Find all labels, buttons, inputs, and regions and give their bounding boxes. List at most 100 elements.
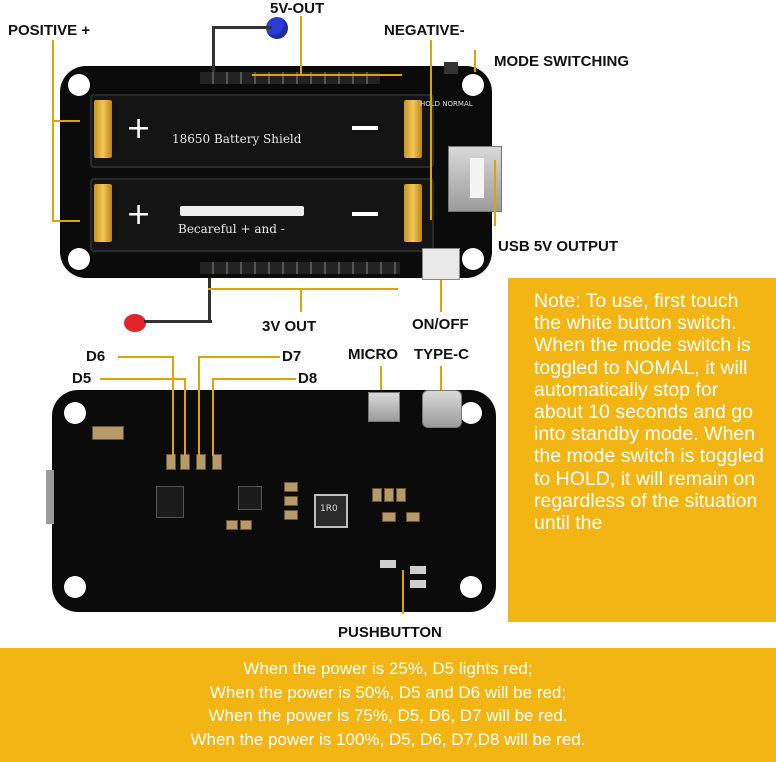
mount-hole bbox=[68, 248, 90, 270]
mount-hole bbox=[64, 402, 86, 424]
usb-a-tongue bbox=[470, 158, 484, 198]
pushbutton-pad bbox=[410, 580, 426, 588]
hold-normal-silk: HOLD NORMAL bbox=[420, 100, 473, 108]
banner-line: When the power is 50%, D5 and D6 will be… bbox=[209, 682, 567, 702]
label-5v-out: 5V-OUT bbox=[270, 0, 325, 17]
positive-terminal-2 bbox=[94, 184, 112, 242]
onoff-button[interactable] bbox=[422, 248, 460, 280]
mode-switch[interactable] bbox=[444, 62, 458, 74]
callout-line bbox=[212, 378, 296, 380]
led-lead bbox=[144, 320, 212, 323]
callout-line bbox=[440, 366, 442, 390]
smd-part bbox=[382, 512, 396, 522]
led-red-icon bbox=[124, 314, 146, 332]
label-typec: TYPE-C bbox=[414, 346, 470, 363]
usage-note-panel: Note: To use, first touch the white butt… bbox=[508, 278, 776, 622]
callout-line bbox=[402, 570, 404, 614]
brand-line: Becareful + and - bbox=[178, 222, 285, 236]
led-lead bbox=[212, 26, 272, 29]
led-d8 bbox=[212, 454, 222, 470]
smd-part bbox=[396, 488, 406, 502]
led-d6 bbox=[180, 454, 190, 470]
callout-line bbox=[440, 280, 442, 312]
smd-part bbox=[372, 488, 382, 502]
callout-line bbox=[184, 378, 186, 456]
label-onoff: ON/OFF bbox=[412, 316, 469, 333]
label-pushbutton: PUSHBUTTON bbox=[338, 624, 442, 641]
battery-shield-front-board: + + 18650 Battery Shield Becareful + and… bbox=[60, 66, 492, 278]
callout-line bbox=[252, 74, 402, 76]
led-lead bbox=[212, 26, 215, 72]
negative-terminal-1 bbox=[404, 100, 422, 158]
smd-part bbox=[406, 512, 420, 522]
led-lead bbox=[208, 278, 211, 322]
callout-line bbox=[300, 16, 302, 76]
negative-terminal-2 bbox=[404, 184, 422, 242]
smd-resistor bbox=[92, 426, 124, 440]
callout-line bbox=[208, 288, 398, 290]
power-indicator-banner: When the power is 25%, D5 lights red; Wh… bbox=[0, 648, 776, 762]
label-mode-switching: MODE SWITCHING bbox=[494, 53, 629, 70]
mount-hole bbox=[64, 576, 86, 598]
callout-line bbox=[300, 288, 302, 312]
mount-hole bbox=[460, 402, 482, 424]
mount-hole bbox=[460, 576, 482, 598]
smd-part bbox=[240, 520, 252, 530]
callout-line bbox=[118, 356, 174, 358]
positive-terminal-1 bbox=[94, 100, 112, 158]
smd-part bbox=[384, 488, 394, 502]
callout-line bbox=[212, 378, 214, 456]
banner-line: When the power is 25%, D5 lights red; bbox=[243, 659, 533, 678]
mount-hole bbox=[462, 74, 484, 96]
smd-part bbox=[226, 520, 238, 530]
banner-line: When the power is 100%, D5, D6, D7,D8 wi… bbox=[190, 729, 586, 749]
minus-mark bbox=[352, 126, 378, 130]
callout-line bbox=[430, 40, 432, 220]
mount-hole bbox=[462, 248, 484, 270]
callout-line bbox=[172, 356, 174, 456]
inductor-code: 1R0 bbox=[320, 504, 338, 514]
battery-shield-back-board: 1R0 bbox=[52, 390, 496, 612]
callout-line bbox=[52, 40, 54, 222]
led-d5 bbox=[166, 454, 176, 470]
callout-line bbox=[474, 50, 476, 72]
plus-mark: + bbox=[126, 197, 152, 232]
ic-chip-main bbox=[238, 486, 262, 510]
mount-hole bbox=[68, 74, 90, 96]
type-c-port[interactable] bbox=[422, 390, 462, 428]
bottom-pin-header bbox=[200, 262, 400, 274]
label-d8: D8 bbox=[298, 370, 318, 387]
label-d6: D6 bbox=[86, 348, 106, 365]
led-blue-icon bbox=[266, 17, 288, 39]
usb-side-tab bbox=[46, 470, 54, 524]
white-stripe bbox=[180, 206, 304, 216]
label-d7: D7 bbox=[282, 348, 302, 365]
smd-part bbox=[284, 482, 298, 492]
callout-line bbox=[100, 378, 186, 380]
label-negative: NEGATIVE- bbox=[384, 22, 465, 39]
usage-note-text: Note: To use, first touch the white butt… bbox=[534, 290, 764, 535]
label-micro: MICRO bbox=[348, 346, 398, 363]
callout-line bbox=[198, 356, 200, 456]
callout-line bbox=[198, 356, 280, 358]
banner-line: When the power is 75%, D5, D6, D7 will b… bbox=[208, 706, 568, 725]
minus-mark bbox=[352, 212, 378, 216]
led-d7 bbox=[196, 454, 206, 470]
label-d5: D5 bbox=[72, 370, 92, 387]
smd-part bbox=[284, 496, 298, 506]
pushbutton-pad bbox=[410, 566, 426, 574]
pushbutton-pad bbox=[380, 560, 396, 568]
label-usb-output: USB 5V OUTPUT bbox=[498, 238, 619, 255]
micro-usb-port[interactable] bbox=[368, 392, 400, 422]
battery-holder-1 bbox=[90, 94, 434, 168]
ic-chip bbox=[156, 486, 184, 518]
inductor bbox=[314, 494, 348, 528]
label-3v-out: 3V OUT bbox=[262, 318, 317, 335]
callout-line bbox=[380, 366, 382, 390]
shield-title: 18650 Battery Shield bbox=[172, 132, 302, 146]
callout-line bbox=[494, 160, 496, 226]
smd-part bbox=[284, 510, 298, 520]
callout-line bbox=[52, 220, 80, 222]
plus-mark: + bbox=[126, 111, 152, 146]
callout-line bbox=[52, 120, 80, 122]
